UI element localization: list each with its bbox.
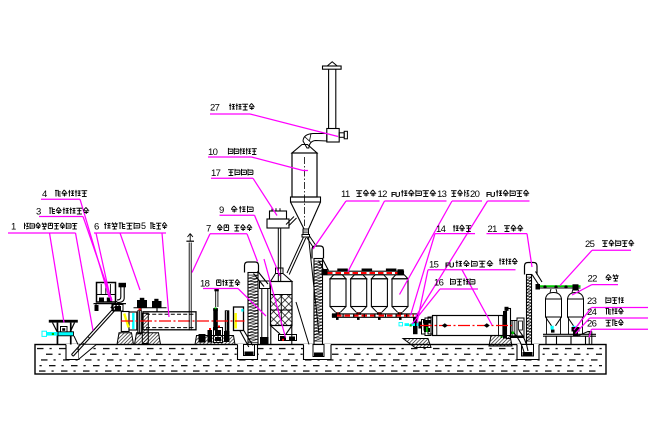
svg-text:FU: FU	[445, 260, 454, 269]
svg-text:11: 11	[341, 189, 350, 200]
svg-text:18: 18	[200, 279, 210, 290]
svg-text:FU: FU	[391, 190, 400, 199]
svg-text:7: 7	[206, 224, 211, 235]
svg-text:12: 12	[378, 189, 388, 200]
svg-text:FU: FU	[486, 190, 495, 199]
svg-text:22: 22	[588, 274, 598, 285]
svg-text:15: 15	[429, 260, 439, 271]
svg-text:20: 20	[470, 189, 480, 200]
svg-text:14: 14	[436, 224, 446, 235]
svg-text:27: 27	[210, 103, 220, 114]
svg-text:3: 3	[36, 207, 41, 218]
svg-text:26: 26	[587, 318, 597, 329]
svg-text:9: 9	[219, 205, 224, 216]
svg-text:6: 6	[94, 222, 99, 233]
svg-text:13: 13	[437, 189, 447, 200]
svg-text:1: 1	[11, 222, 16, 233]
svg-text:21: 21	[488, 224, 498, 235]
svg-text:17: 17	[211, 168, 221, 179]
svg-text:10: 10	[208, 147, 218, 158]
svg-text:24: 24	[587, 307, 597, 318]
svg-text:25: 25	[585, 239, 595, 250]
svg-text:5: 5	[141, 221, 146, 231]
svg-text:23: 23	[587, 296, 597, 307]
svg-text:16: 16	[434, 278, 444, 289]
svg-text:4: 4	[42, 189, 47, 200]
